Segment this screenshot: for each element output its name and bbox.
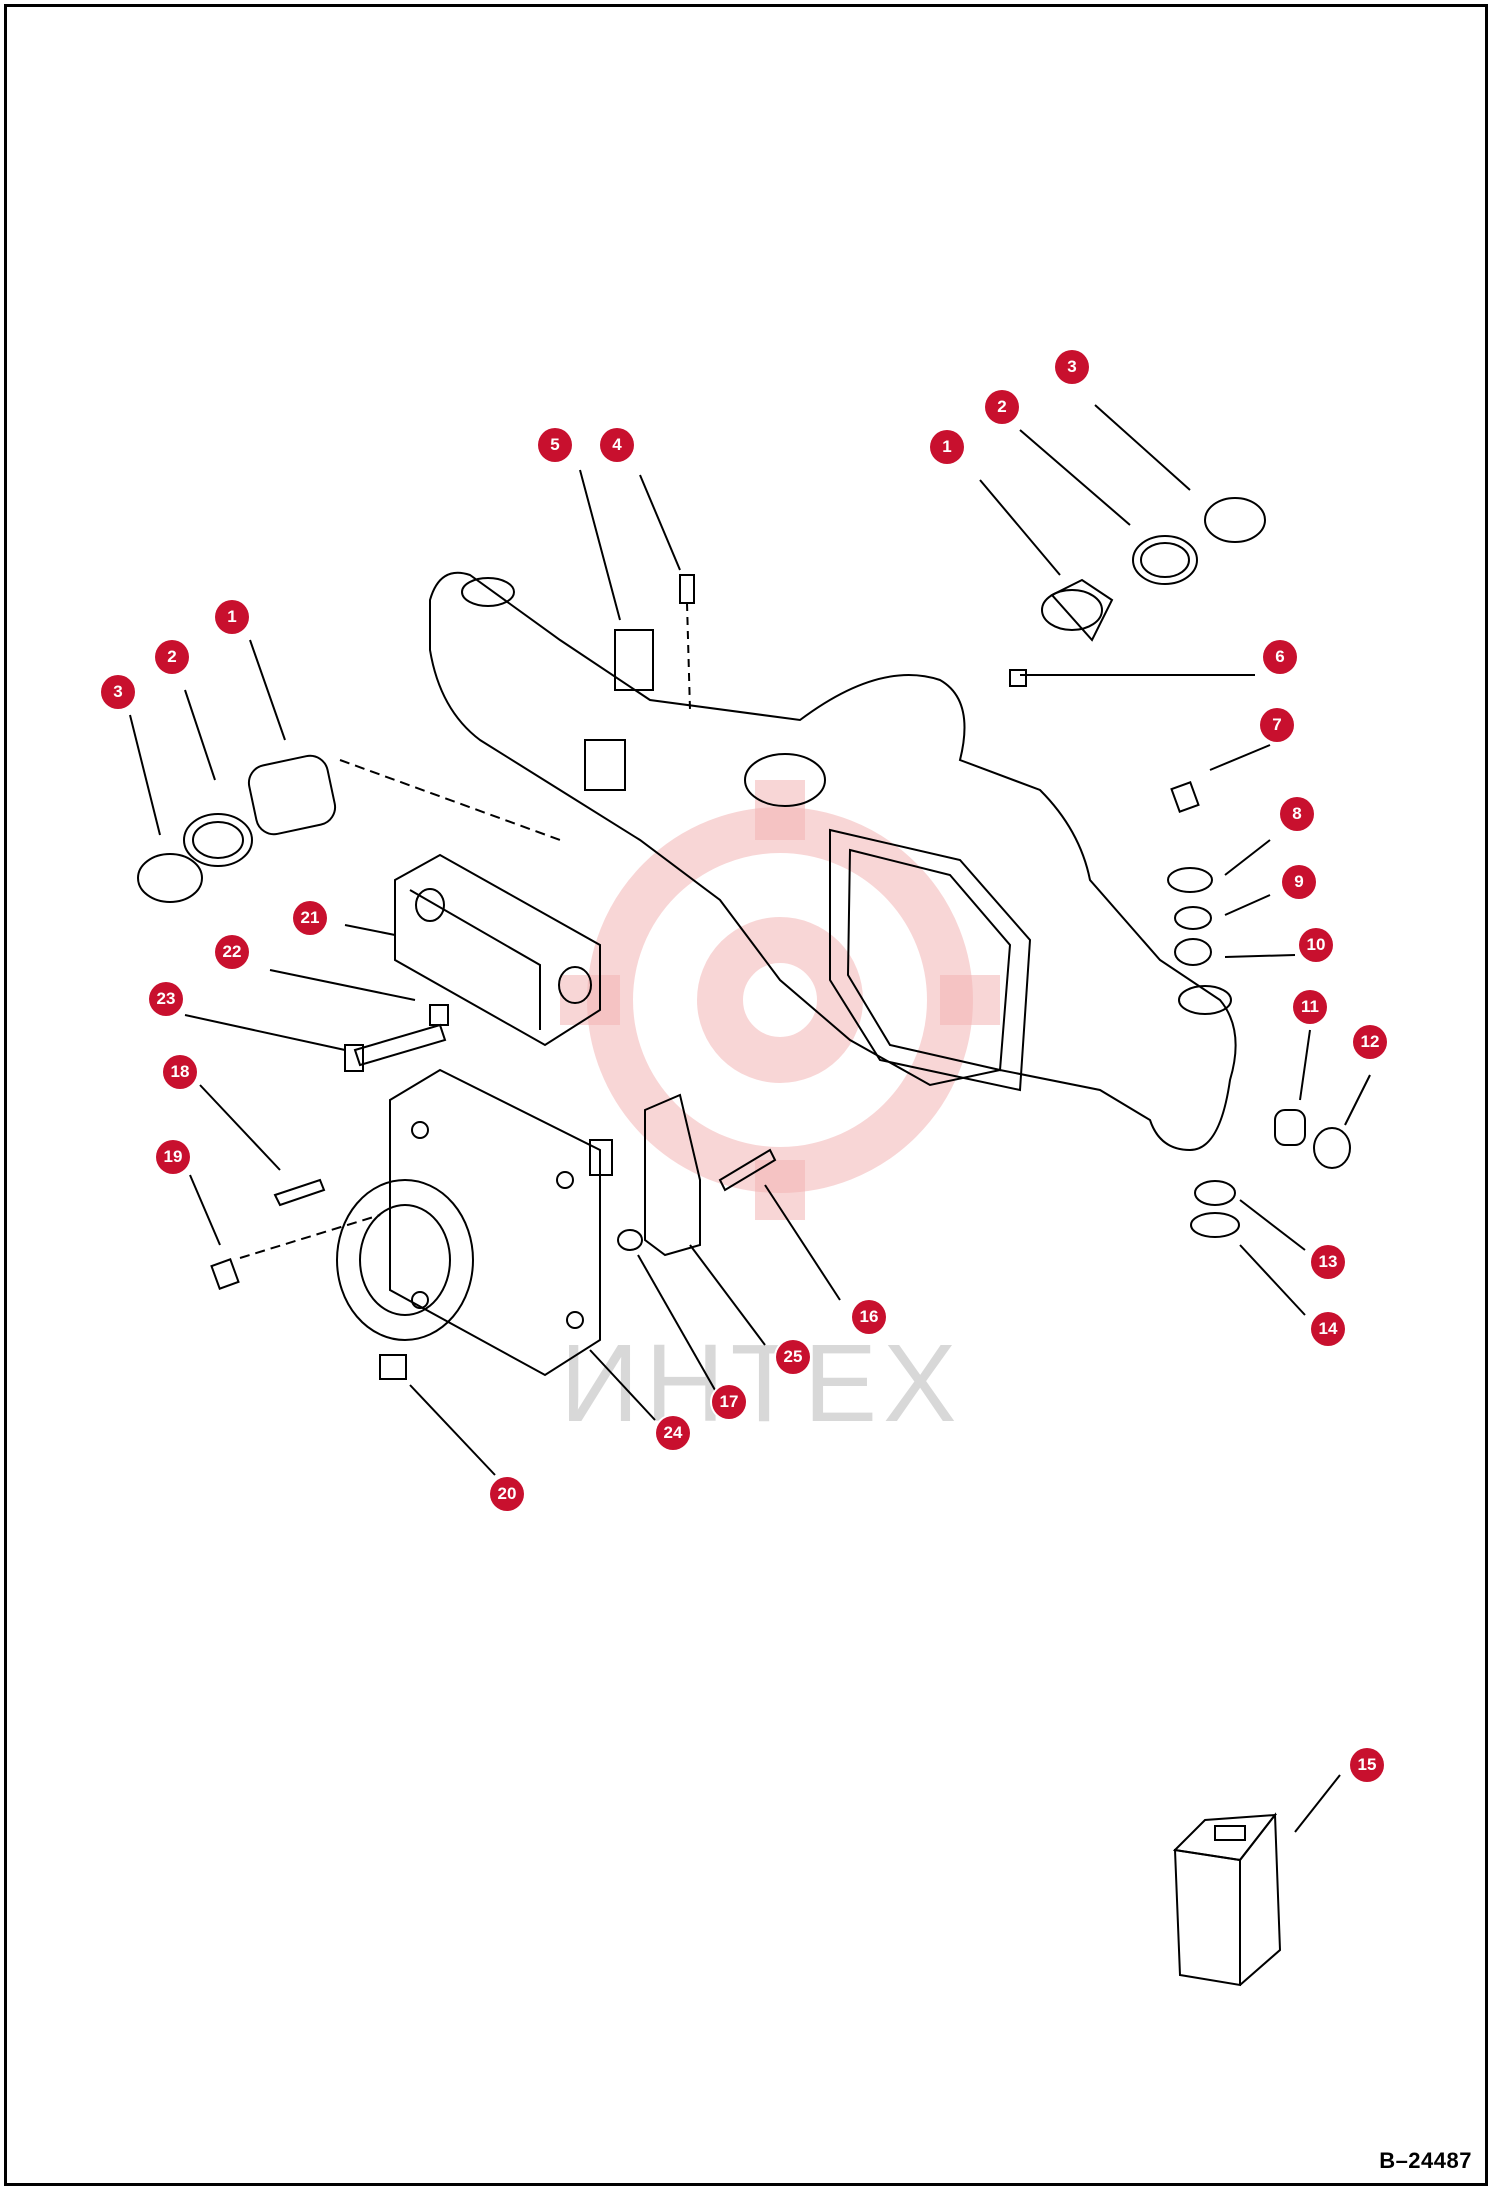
diagram-frame — [4, 4, 1488, 2186]
callout-13[interactable]: 13 — [1311, 1245, 1345, 1279]
callout-6[interactable]: 6 — [1263, 640, 1297, 674]
callout-20[interactable]: 20 — [490, 1477, 524, 1511]
callout-2[interactable]: 2 — [155, 640, 189, 674]
callout-1[interactable]: 1 — [215, 600, 249, 634]
callout-16[interactable]: 16 — [852, 1300, 886, 1334]
callout-15[interactable]: 15 — [1350, 1748, 1384, 1782]
callout-2[interactable]: 2 — [985, 390, 1019, 424]
callout-4[interactable]: 4 — [600, 428, 634, 462]
callout-7[interactable]: 7 — [1260, 708, 1294, 742]
callout-17[interactable]: 17 — [712, 1385, 746, 1419]
callout-18[interactable]: 18 — [163, 1055, 197, 1089]
callout-3[interactable]: 3 — [1055, 350, 1089, 384]
callout-14[interactable]: 14 — [1311, 1312, 1345, 1346]
callout-22[interactable]: 22 — [215, 935, 249, 969]
callout-5[interactable]: 5 — [538, 428, 572, 462]
reference-code: B–24487 — [1379, 2148, 1472, 2173]
callout-23[interactable]: 23 — [149, 982, 183, 1016]
callout-10[interactable]: 10 — [1299, 928, 1333, 962]
callout-3[interactable]: 3 — [101, 675, 135, 709]
callout-1[interactable]: 1 — [930, 430, 964, 464]
watermark-text: ИНТЕХ — [560, 1322, 963, 1445]
callout-21[interactable]: 21 — [293, 901, 327, 935]
callout-9[interactable]: 9 — [1282, 865, 1316, 899]
callout-11[interactable]: 11 — [1293, 990, 1327, 1024]
callout-12[interactable]: 12 — [1353, 1025, 1387, 1059]
callout-24[interactable]: 24 — [656, 1416, 690, 1450]
callout-19[interactable]: 19 — [156, 1140, 190, 1174]
callout-8[interactable]: 8 — [1280, 797, 1314, 831]
callout-25[interactable]: 25 — [776, 1340, 810, 1374]
